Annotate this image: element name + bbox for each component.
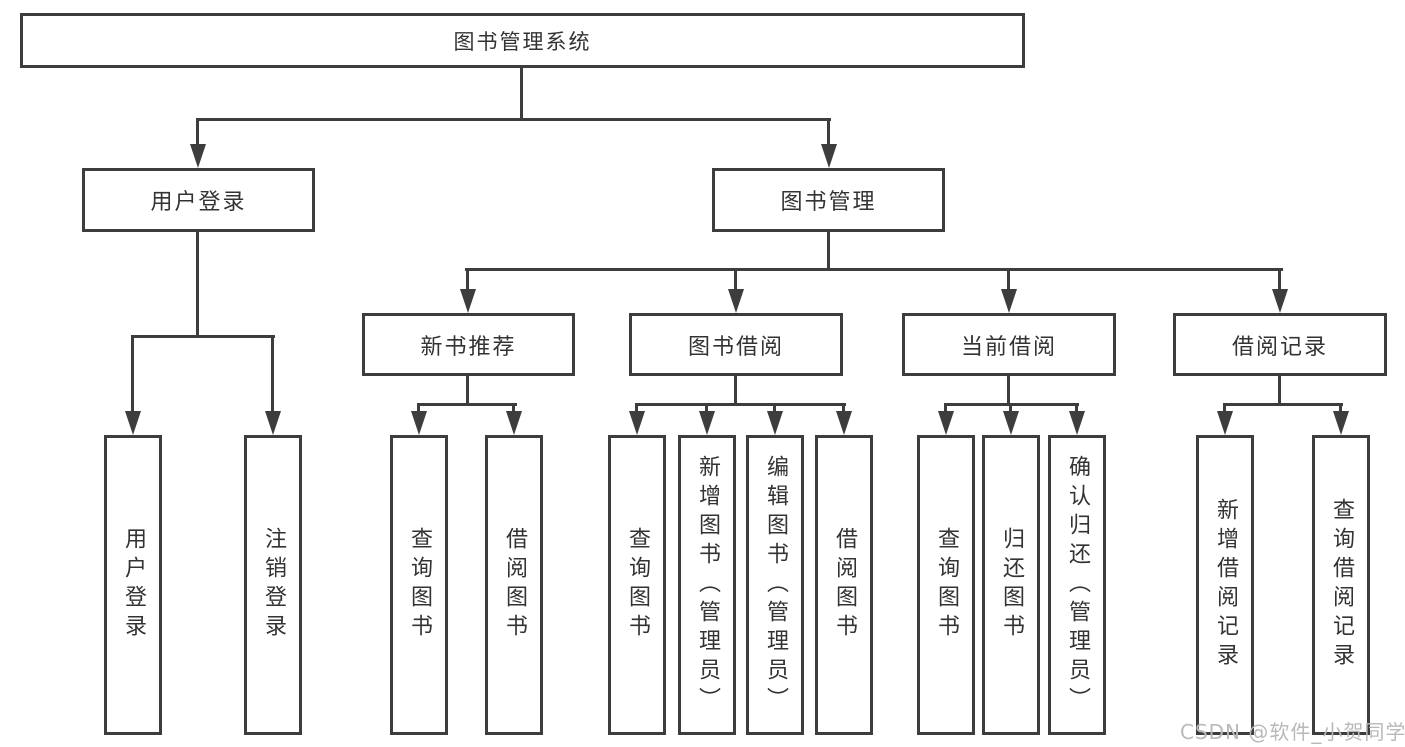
node-root-label: 图书管理系统	[453, 29, 592, 54]
node-book-borrow: 图书借阅	[629, 313, 843, 376]
arrowhead-down-icon	[1272, 289, 1288, 313]
connector-vline	[1007, 268, 1010, 291]
leaf-query-books-current: 查询图书	[917, 435, 975, 735]
leaf-query-books-current-label: 查询图书	[934, 527, 959, 643]
connector-hline	[131, 335, 275, 338]
arrowhead-down-icon	[1001, 289, 1017, 313]
node-book-borrow-label: 图书借阅	[687, 334, 784, 360]
node-current-borrow-label: 当前借阅	[960, 334, 1057, 360]
node-new-book-recommend-label: 新书推荐	[420, 334, 517, 360]
connector-vline	[842, 403, 845, 413]
connector-vline	[1223, 403, 1226, 413]
leaf-add-borrow-record: 新增借阅记录	[1196, 435, 1254, 735]
connector-vline	[1075, 403, 1078, 413]
arrowhead-down-icon	[506, 411, 522, 435]
connector-vline	[466, 376, 469, 403]
arrowhead-down-icon	[411, 411, 427, 435]
leaf-edit-book-admin-label: 编辑图书（管理员）	[763, 454, 788, 716]
connector-vline	[271, 335, 274, 413]
node-new-book-recommend: 新书推荐	[362, 313, 575, 376]
connector-hline	[197, 118, 831, 121]
connector-vline	[734, 268, 737, 291]
connector-vline	[1278, 376, 1281, 403]
arrowhead-down-icon	[821, 144, 837, 168]
watermark: CSDN @软件_小贺同学	[1180, 720, 1405, 744]
arrowhead-down-icon	[125, 411, 141, 435]
leaf-query-books-borrow-label: 查询图书	[625, 527, 650, 643]
leaf-edit-book-admin: 编辑图书（管理员）	[746, 435, 804, 735]
arrowhead-down-icon	[938, 411, 954, 435]
leaf-add-borrow-record-label: 新增借阅记录	[1213, 498, 1238, 672]
node-book-management: 图书管理	[712, 168, 945, 232]
node-current-borrow: 当前借阅	[902, 313, 1116, 376]
leaf-query-borrow-record: 查询借阅记录	[1312, 435, 1370, 735]
leaf-return-book: 归还图书	[982, 435, 1040, 735]
leaf-borrow-books-recommend-label: 借阅图书	[502, 527, 527, 643]
leaf-confirm-return-admin-label: 确认归还（管理员）	[1065, 454, 1090, 716]
leaf-borrow-books: 借阅图书	[815, 435, 873, 735]
arrowhead-down-icon	[1003, 411, 1019, 435]
node-borrow-records: 借阅记录	[1173, 313, 1387, 376]
connector-vline	[512, 403, 515, 413]
connector-hline	[417, 403, 517, 406]
node-root: 图书管理系统	[20, 13, 1025, 68]
connector-vline	[520, 68, 523, 118]
leaf-return-book-label: 归还图书	[999, 527, 1024, 643]
connector-vline	[773, 403, 776, 413]
leaf-logout-label: 注销登录	[261, 527, 286, 643]
connector-vline	[131, 335, 134, 413]
arrowhead-down-icon	[836, 411, 852, 435]
connector-hline	[1223, 403, 1343, 406]
arrowhead-down-icon	[767, 411, 783, 435]
arrowhead-down-icon	[699, 411, 715, 435]
connector-vline	[705, 403, 708, 413]
connector-vline	[635, 403, 638, 413]
connector-vline	[466, 268, 469, 291]
leaf-query-books-recommend-label: 查询图书	[407, 527, 432, 643]
arrowhead-down-icon	[190, 144, 206, 168]
arrowhead-down-icon	[629, 411, 645, 435]
connector-vline	[734, 376, 737, 403]
leaf-user-login-label: 用户登录	[121, 527, 146, 643]
arrowhead-down-icon	[1217, 411, 1233, 435]
leaf-add-book-admin: 新增图书（管理员）	[678, 435, 736, 735]
connector-vline	[196, 118, 199, 146]
leaf-borrow-books-recommend: 借阅图书	[485, 435, 543, 735]
connector-vline	[827, 232, 830, 268]
arrowhead-down-icon	[265, 411, 281, 435]
connector-vline	[1007, 376, 1010, 403]
node-user-login: 用户登录	[82, 168, 315, 232]
connector-vline	[1009, 403, 1012, 413]
connector-vline	[944, 403, 947, 413]
connector-hline	[635, 403, 846, 406]
leaf-query-books-borrow: 查询图书	[608, 435, 666, 735]
node-user-login-label: 用户登录	[150, 190, 247, 215]
arrowhead-down-icon	[460, 289, 476, 313]
node-borrow-records-label: 借阅记录	[1231, 334, 1328, 360]
node-book-management-label: 图书管理	[780, 190, 877, 215]
connector-vline	[827, 118, 830, 146]
connector-vline	[196, 232, 199, 335]
leaf-user-login: 用户登录	[104, 435, 162, 735]
leaf-borrow-books-label: 借阅图书	[832, 527, 857, 643]
connector-hline	[465, 268, 1283, 271]
arrowhead-down-icon	[1333, 411, 1349, 435]
leaf-add-book-admin-label: 新增图书（管理员）	[695, 454, 720, 716]
leaf-query-books-recommend: 查询图书	[390, 435, 448, 735]
arrowhead-down-icon	[728, 289, 744, 313]
leaf-logout: 注销登录	[244, 435, 302, 735]
leaf-confirm-return-admin: 确认归还（管理员）	[1048, 435, 1106, 735]
connector-vline	[1278, 268, 1281, 291]
leaf-query-borrow-record-label: 查询借阅记录	[1329, 498, 1354, 672]
connector-vline	[417, 403, 420, 413]
connector-vline	[1339, 403, 1342, 413]
arrowhead-down-icon	[1069, 411, 1085, 435]
